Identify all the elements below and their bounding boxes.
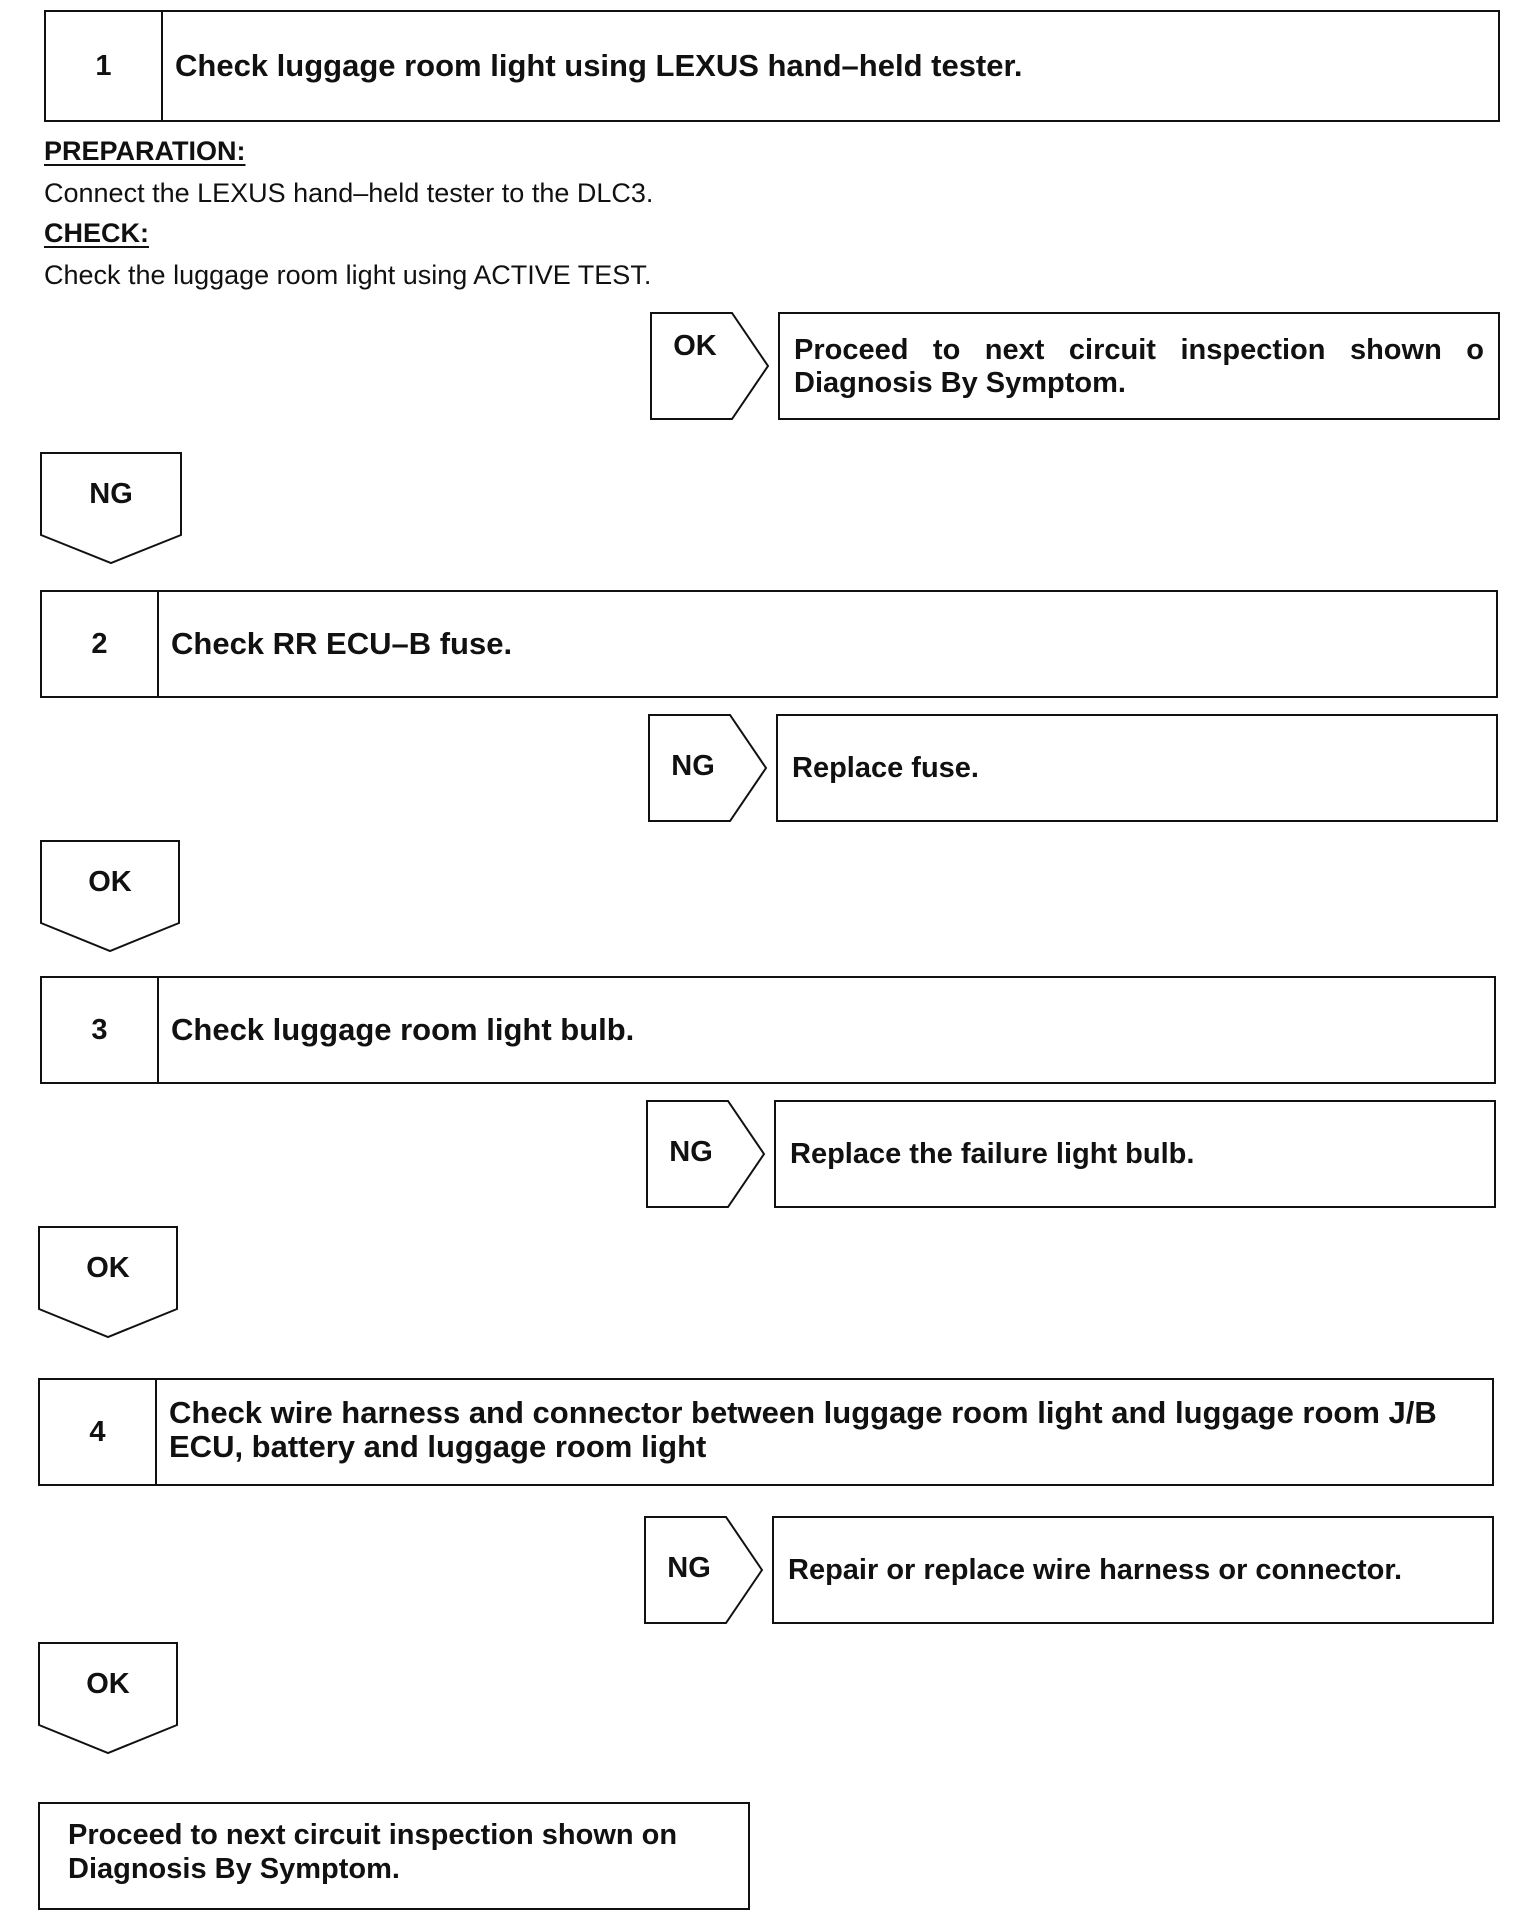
ng-arrow-right: NG [648, 714, 768, 822]
ok-arrow-down: OK [38, 1642, 178, 1755]
step-2-title: Check RR ECU–B fuse. [171, 626, 513, 661]
step-2-box: 2 Check RR ECU–B fuse. [40, 590, 1498, 698]
step-4-title: Check wire harness and connector between… [169, 1395, 1437, 1464]
ng-arrow-label: NG [669, 1136, 713, 1168]
branch-1-result: Proceed to next circuit inspection shown… [778, 312, 1500, 420]
check-label: CHECK: [44, 218, 149, 248]
branch-2-result: Replace fuse. [776, 714, 1498, 822]
step-2-number: 2 [42, 592, 159, 696]
step-3-title: Check luggage room light bulb. [171, 1012, 635, 1047]
ng-arrow-label: NG [89, 478, 133, 510]
ng-arrow-right: NG [644, 1516, 764, 1624]
branch-4-result: Repair or replace wire harness or connec… [772, 1516, 1494, 1624]
preparation-label: PREPARATION: [44, 136, 246, 166]
step-1-title: Check luggage room light using LEXUS han… [175, 48, 1023, 83]
ng-arrow-label: NG [671, 750, 715, 782]
branch-2-result-text: Replace fuse. [792, 751, 979, 784]
step-4-number: 4 [40, 1380, 157, 1484]
step-4-box: 4 Check wire harness and connector betwe… [38, 1378, 1494, 1486]
ng-arrow-right: NG [646, 1100, 766, 1208]
ok-arrow-down: OK [40, 840, 180, 953]
ok-arrow-label: OK [86, 1252, 130, 1284]
branch-3-result-text: Replace the failure light bulb. [790, 1137, 1195, 1170]
ok-arrow-label: OK [88, 866, 132, 898]
check-text: Check the luggage room light using ACTIV… [44, 260, 652, 290]
step-3-box: 3 Check luggage room light bulb. [40, 976, 1496, 1084]
branch-4-result-text: Repair or replace wire harness or connec… [788, 1553, 1403, 1586]
ok-arrow-down: OK [38, 1226, 178, 1339]
branch-1-result-text: Proceed to next circuit inspection shown… [794, 334, 1484, 399]
preparation-text: Connect the LEXUS hand–held tester to th… [44, 178, 654, 208]
step-1-number: 1 [46, 12, 163, 120]
final-box: Proceed to next circuit inspection shown… [38, 1802, 750, 1910]
ok-arrow-label: OK [673, 330, 717, 362]
ok-arrow-right: OK [650, 312, 770, 420]
ok-arrow-label: OK [86, 1668, 130, 1700]
step-3-number: 3 [42, 978, 159, 1082]
final-text: Proceed to next circuit inspection shown… [68, 1819, 678, 1885]
branch-3-result: Replace the failure light bulb. [774, 1100, 1496, 1208]
ng-arrow-down: NG [40, 452, 182, 565]
step-1-box: 1 Check luggage room light using LEXUS h… [44, 10, 1500, 122]
ng-arrow-label: NG [667, 1552, 711, 1584]
